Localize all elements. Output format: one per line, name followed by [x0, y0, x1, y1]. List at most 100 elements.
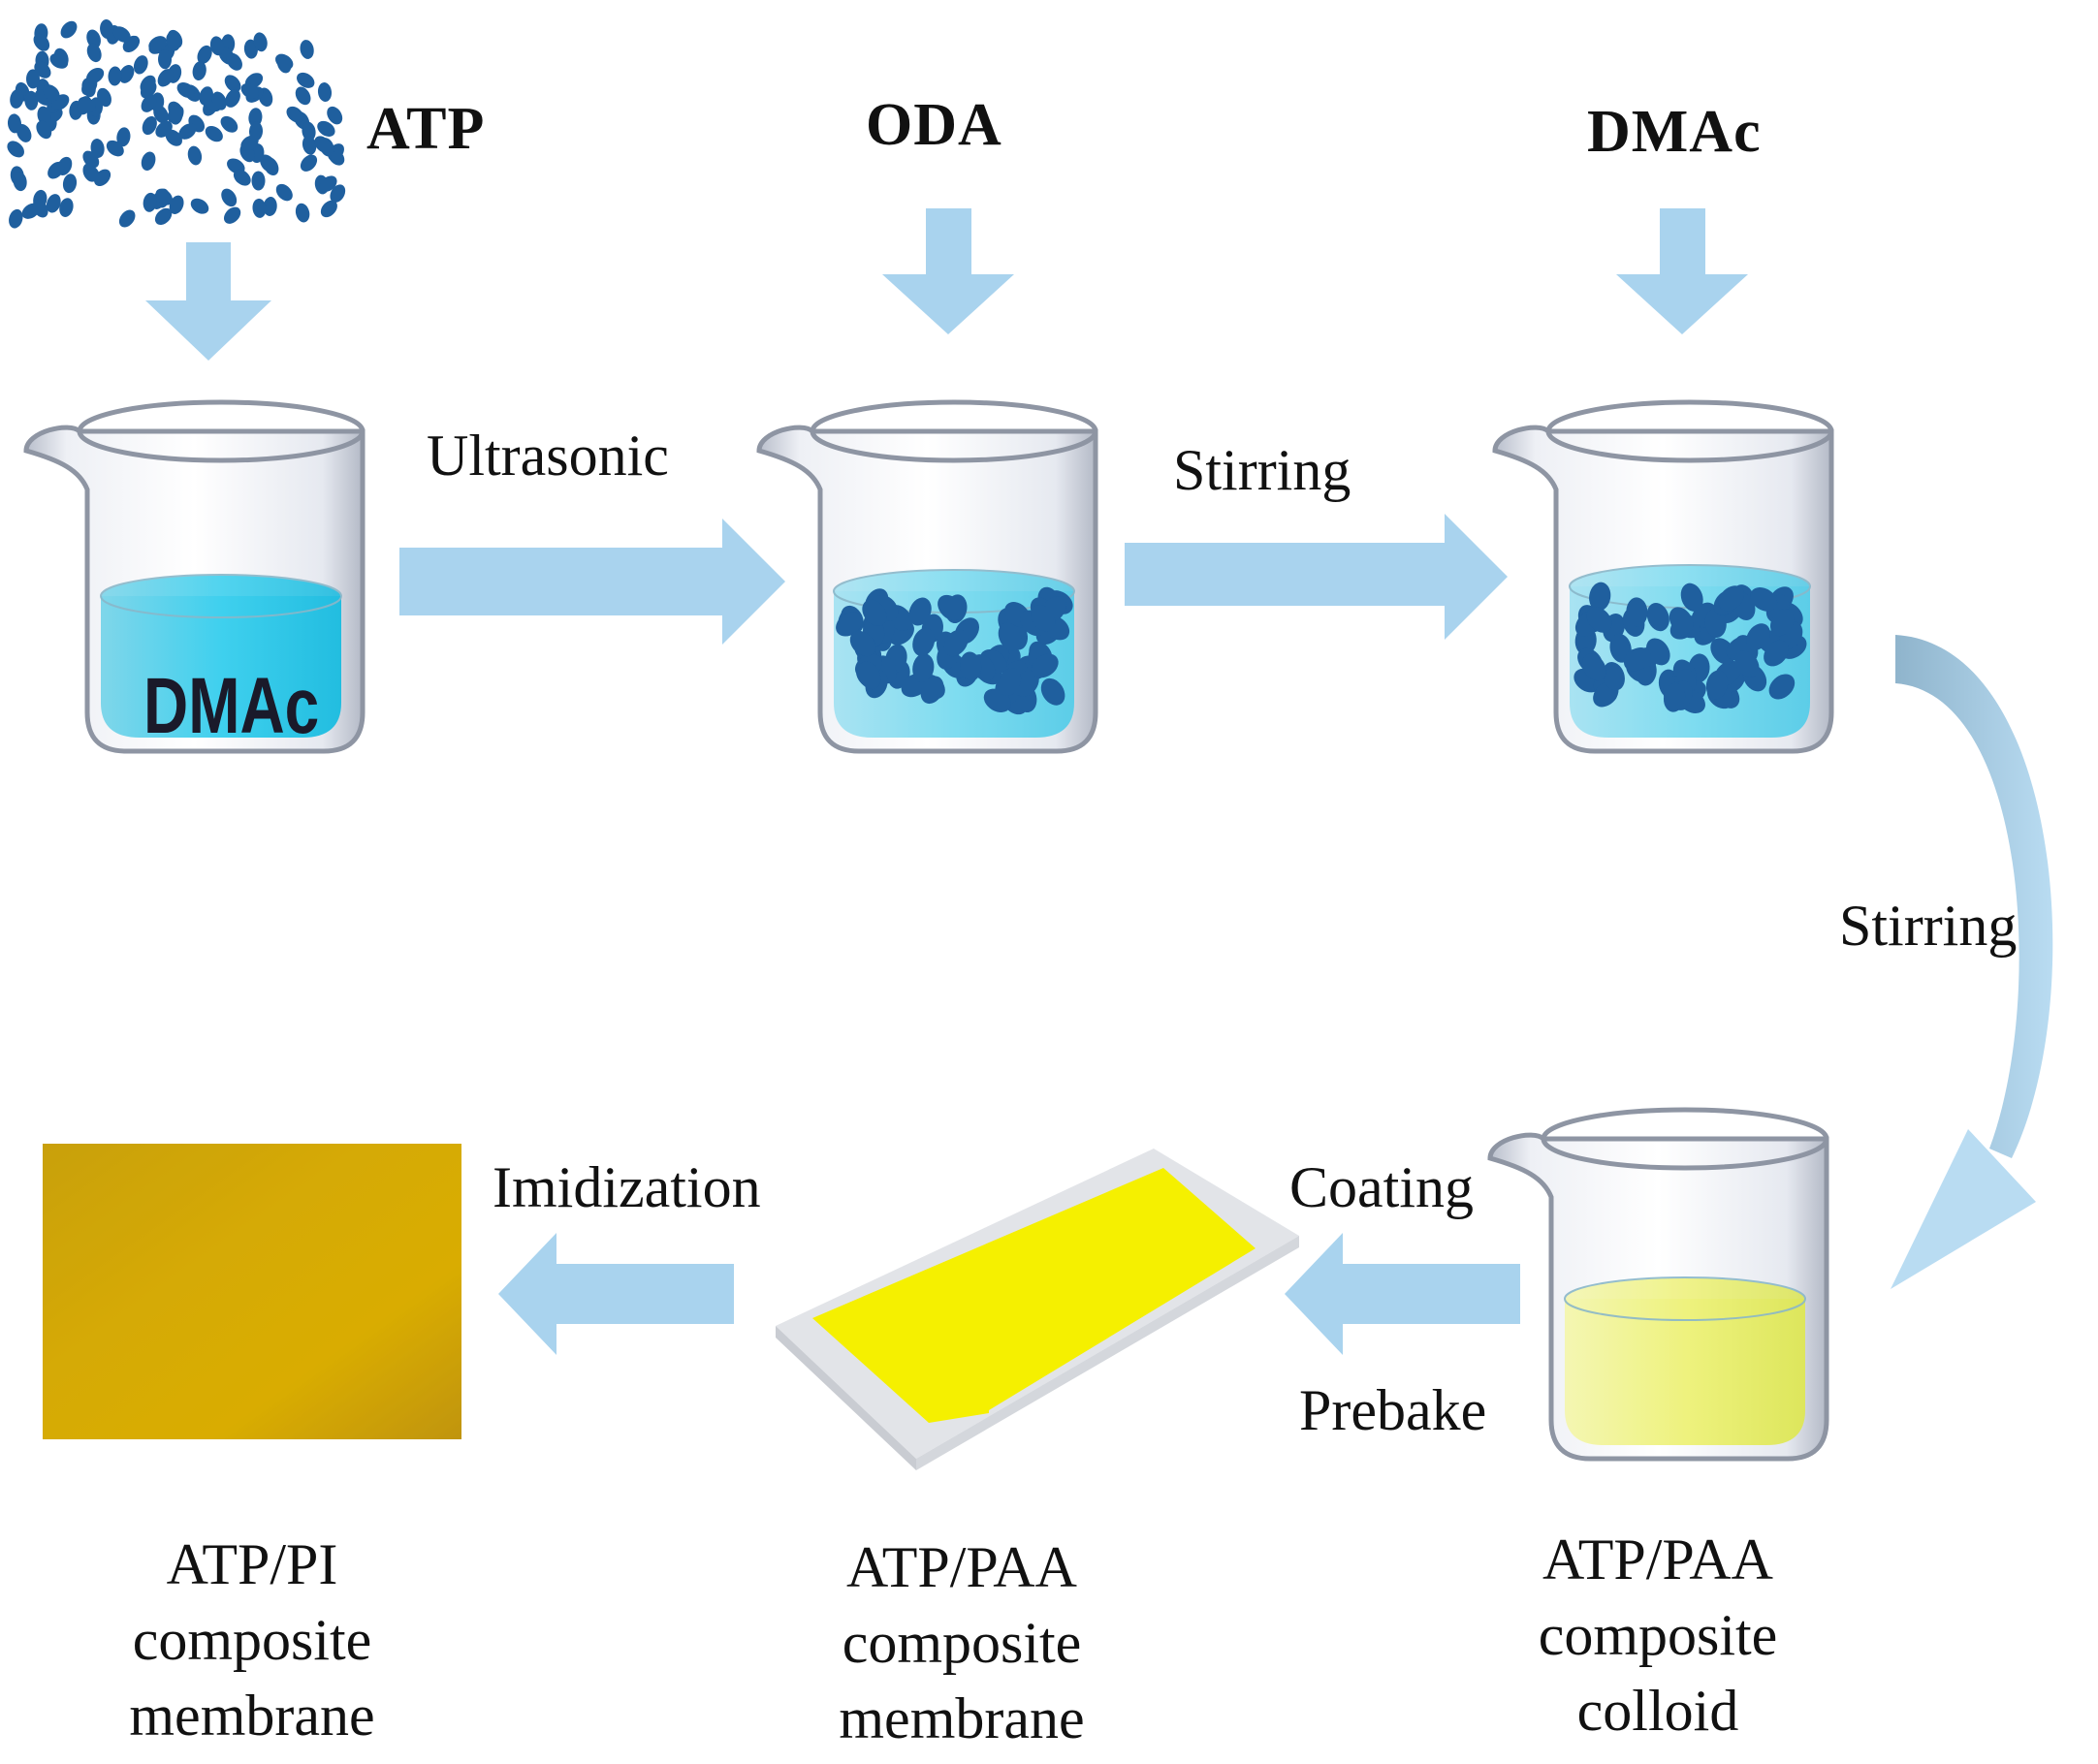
atp-particle [116, 127, 131, 147]
arrow-coating-prebake [1285, 1233, 1520, 1355]
atp-particle [300, 40, 314, 59]
atp-particle [296, 72, 315, 88]
atp-particle [251, 171, 266, 191]
atp-particle [205, 125, 223, 142]
down-arrow-dmac [1616, 208, 1748, 334]
atp-particle [224, 75, 241, 93]
atp-particle [1705, 670, 1729, 700]
beaker-dmac [23, 399, 366, 754]
atp-particle [220, 115, 238, 133]
beaker-rim [810, 399, 1098, 463]
atp-particle [276, 53, 292, 74]
atp-particle [9, 208, 23, 229]
atp-particle [142, 115, 157, 136]
atp-particle [26, 69, 40, 89]
atp-particle [1768, 674, 1796, 700]
atp-particle [169, 105, 183, 125]
step-imidization-label: Imidization [493, 1155, 761, 1219]
atp-particle [141, 151, 156, 171]
atp-particle [319, 175, 337, 192]
beaker-dmac-label: DMAc [143, 662, 320, 750]
atp-particle [263, 197, 277, 216]
atp-particle [169, 195, 184, 214]
atp-particle [1031, 604, 1056, 632]
beaker-rim [1541, 1107, 1829, 1171]
atp-particle [46, 194, 61, 213]
atp-particles [7, 19, 346, 229]
atp-particle [300, 154, 318, 172]
atp-particle [317, 120, 335, 137]
step-stirring-label-2: Stirring [1839, 894, 2018, 958]
atp-particle [197, 45, 212, 64]
atp-particle [248, 121, 264, 142]
atp-particle [10, 89, 24, 109]
atp-particle [94, 169, 111, 187]
atp-particle [1609, 633, 1632, 663]
paa-membrane-plate [776, 1149, 1299, 1470]
atp-particle [912, 627, 936, 657]
atp-particle [960, 651, 982, 681]
atp-particle [1031, 653, 1059, 678]
atp-particle [86, 29, 101, 48]
atp-particle [225, 89, 240, 108]
reagent-dmac-label: DMAc [1587, 99, 1762, 165]
atp-particle [112, 26, 131, 43]
atp-particle [190, 198, 209, 214]
step-prebake-label: Prebake [1299, 1378, 1487, 1442]
beaker-particles [836, 586, 1073, 715]
atp-particle [192, 61, 207, 81]
atp-particle [260, 154, 276, 173]
reagent-atp-label: ATP [366, 96, 486, 162]
atp-particle [78, 96, 96, 113]
atp-particle [302, 135, 317, 155]
atp-particle [938, 594, 964, 621]
atp-particle [836, 612, 863, 637]
atp-particle [248, 108, 263, 128]
atp-particle [1770, 609, 1795, 637]
beaker-rim [1545, 399, 1834, 463]
atp-particle [157, 69, 174, 87]
atp-particle [7, 113, 22, 134]
atp-particle [86, 67, 105, 84]
atp-particle [1704, 609, 1727, 638]
atp-particle [141, 94, 157, 112]
atp-particle [59, 198, 74, 217]
step-stirring-label-1: Stirring [1173, 438, 1351, 502]
atp-particle [118, 209, 136, 228]
atp-particle [1663, 682, 1686, 712]
atp-particle [314, 136, 332, 153]
atp-particle [1646, 603, 1669, 632]
product-paa-colloid-line-1: ATP/PAA [1542, 1528, 1773, 1591]
atp-particle [1645, 638, 1670, 666]
atp-particle [48, 161, 65, 179]
atp-particle [1734, 650, 1760, 677]
atp-particle [275, 183, 293, 202]
atp-particle [1040, 677, 1065, 706]
beaker-atp-oda-solution [1492, 399, 1834, 754]
product-pi-line-3: membrane [129, 1684, 375, 1748]
atp-particle [53, 47, 69, 68]
atp-particle [33, 33, 50, 51]
atp-particle [7, 141, 24, 158]
atp-particle [32, 199, 48, 218]
atp-particle [252, 198, 267, 218]
atp-particle [155, 120, 173, 138]
atp-particle [1746, 623, 1770, 650]
arrow-stirring [1125, 514, 1508, 640]
atp-particle [140, 80, 157, 99]
atp-particle [1586, 607, 1612, 633]
atp-particle [1581, 653, 1606, 681]
atp-particle [1603, 662, 1625, 691]
atp-particle [857, 661, 881, 690]
product-paa-colloid-line-3: colloid [1576, 1679, 1739, 1743]
atp-particle [176, 81, 196, 99]
down-arrow-atp [145, 242, 271, 361]
atp-particle [1623, 647, 1652, 672]
atp-particle [286, 106, 304, 123]
atp-particle [100, 19, 114, 39]
atp-particle [1718, 585, 1745, 612]
atp-particle [1626, 597, 1648, 627]
step-ultrasonic-label: Ultrasonic [427, 424, 669, 488]
